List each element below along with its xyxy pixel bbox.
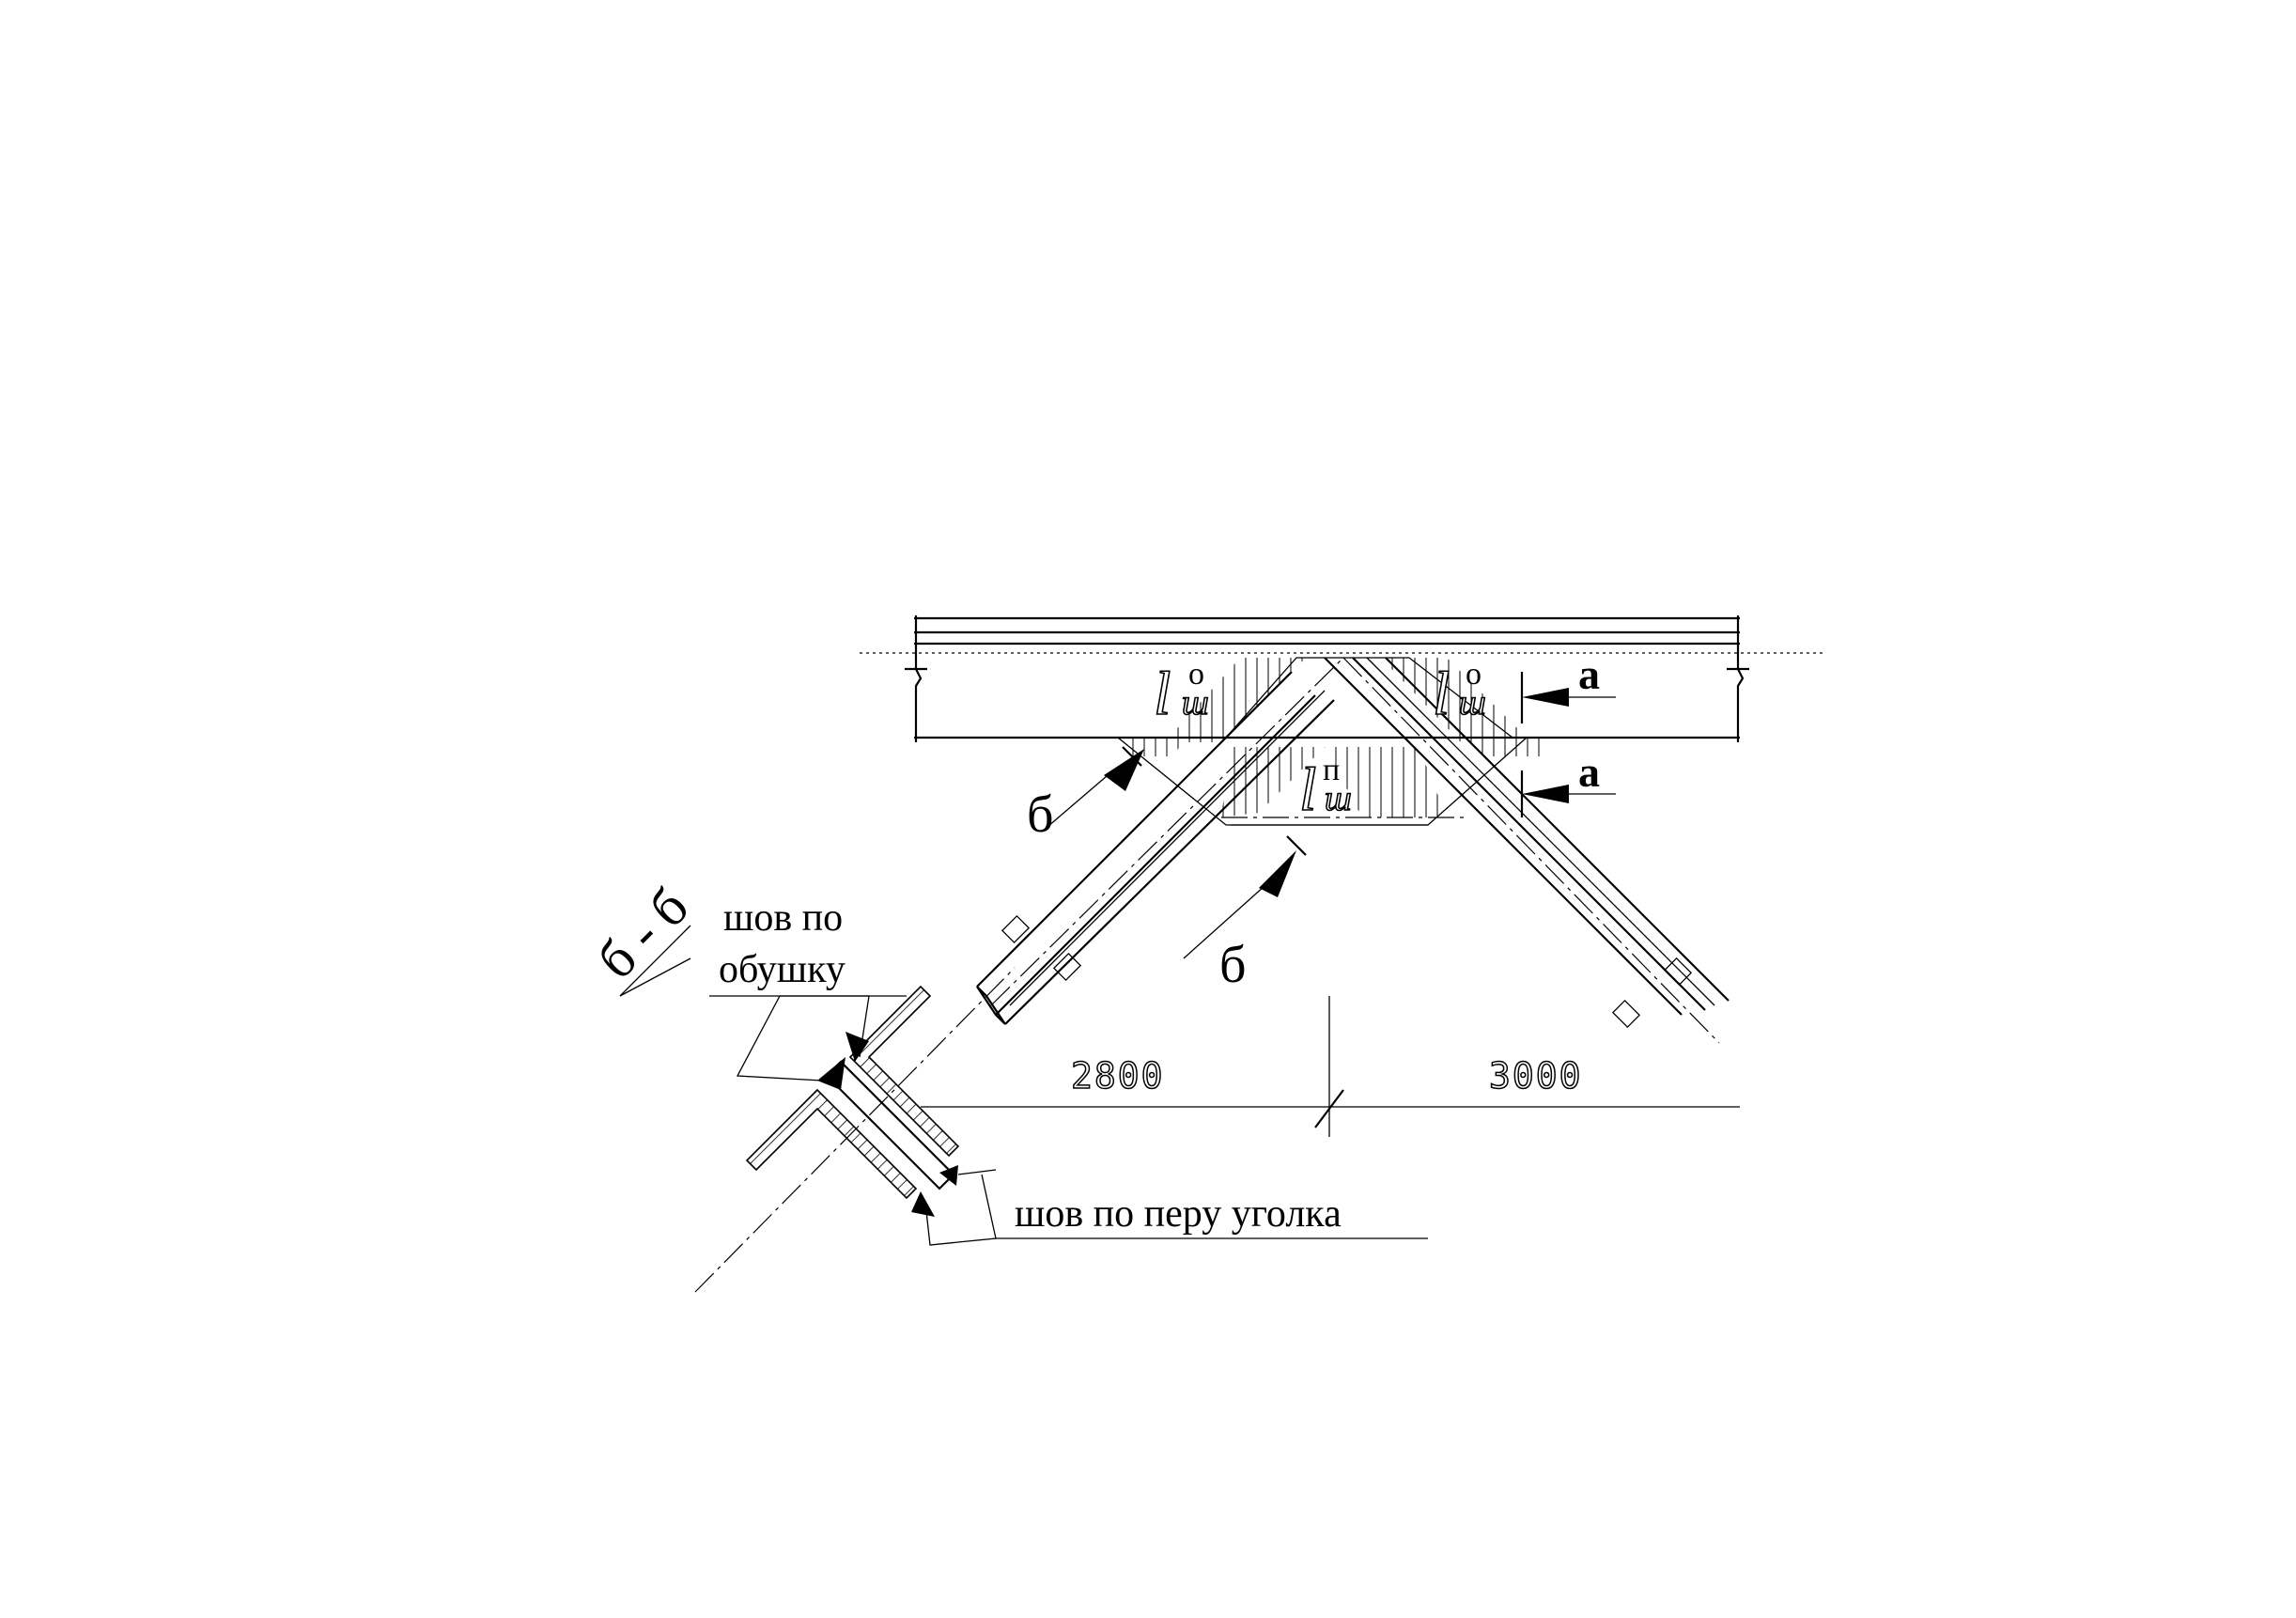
- section-a-label-bottom: а: [1578, 748, 1600, 796]
- svg-text:l: l: [1299, 755, 1316, 824]
- top-chord: [860, 615, 1823, 742]
- section-cut-a: [1520, 672, 1616, 817]
- svg-text:о: о: [1466, 657, 1482, 692]
- cut-label-right: б: [1219, 936, 1247, 994]
- svg-text:ш: ш: [1182, 683, 1209, 723]
- svg-text:l: l: [1154, 660, 1171, 728]
- svg-text:ш: ш: [1459, 683, 1486, 723]
- svg-text:l: l: [1433, 660, 1450, 728]
- left-brace: [976, 657, 1344, 1025]
- dimension-left: 2800: [1071, 1055, 1165, 1097]
- cut-label-left: б: [1027, 786, 1054, 844]
- right-brace: [1324, 657, 1730, 1044]
- weld-symbol-center: l п ш: [1298, 753, 1352, 825]
- dimension-line: [921, 996, 1740, 1137]
- weld-symbol-left: l о ш: [1153, 657, 1209, 729]
- section-cut-b: [1047, 746, 1307, 959]
- svg-text:о: о: [1188, 657, 1204, 692]
- toe-weld-note: шов по перу уголка: [1015, 1192, 1342, 1236]
- section-title-underline: [619, 925, 691, 997]
- svg-text:ш: ш: [1325, 779, 1352, 818]
- heel-weld-note-line1: шов по: [723, 896, 843, 940]
- heel-weld-note-line2: обушку: [719, 948, 845, 991]
- weld-symbol-right: l о ш: [1432, 657, 1486, 729]
- section-detail: [619, 957, 1428, 1293]
- section-a-label-top: а: [1578, 650, 1600, 698]
- svg-text:п: п: [1323, 753, 1340, 787]
- dimension-right: 3000: [1489, 1055, 1583, 1097]
